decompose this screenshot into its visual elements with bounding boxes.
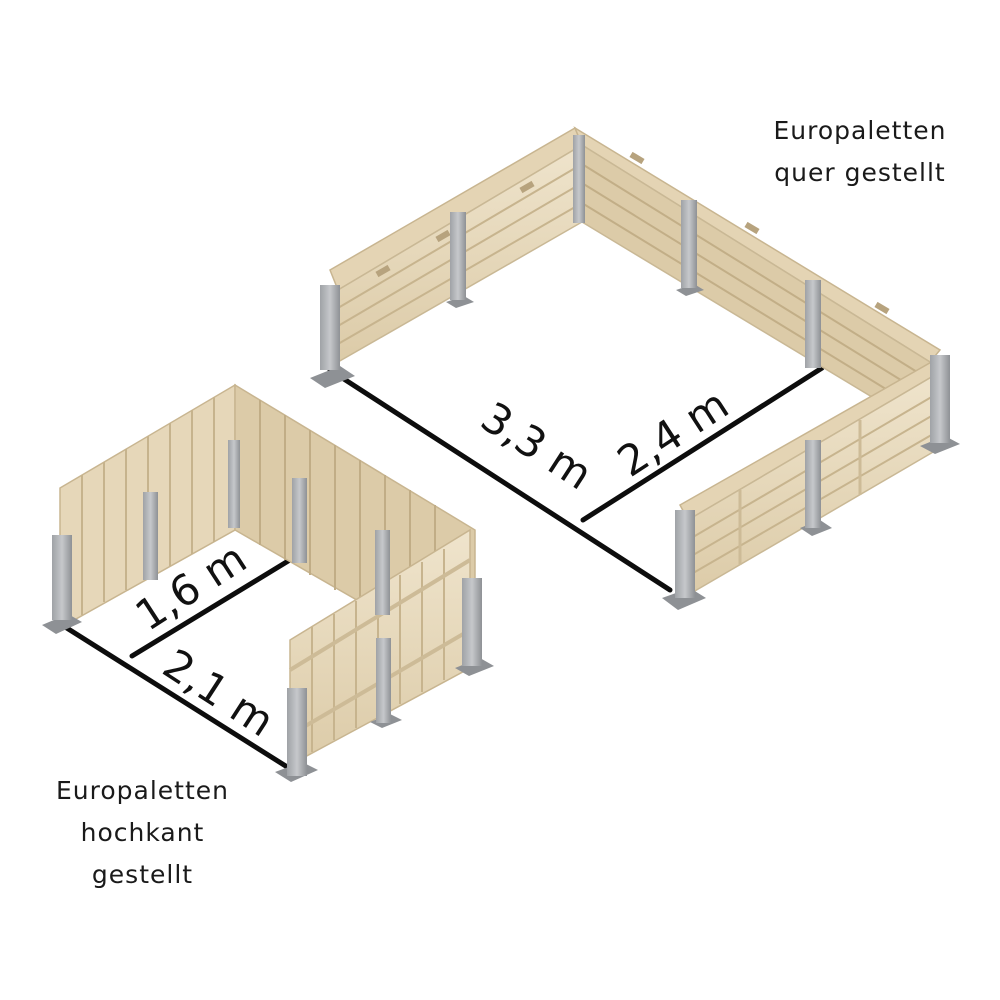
caption-line: hochkant [80,818,205,847]
raised-bed-upright-pallets: 1,6 m 2,1 m [42,383,494,782]
joint-post [446,212,474,308]
dimension-lines-hochkant [59,552,301,773]
corner-post [573,135,585,223]
dimension-label-width: 2,4 m [609,379,737,486]
dimension-line-length [327,367,673,593]
raised-bed-horizontal-pallets: 3,3 m 2,4 m [310,126,960,610]
dimension-line-width [129,552,301,659]
caption-line: gestellt [91,860,194,889]
corner-post [920,355,960,454]
joint-post [370,638,402,728]
dimension-line-width [580,365,825,523]
joint-post [375,530,390,615]
caption-line: quer gestellt [774,158,946,187]
dimension-lines-quer [327,365,825,593]
joint-post [800,440,832,536]
caption-horizontal-pallets: Europaletten quer gestellt [735,110,985,194]
dimension-label-length: 2,1 m [155,639,283,746]
caption-line: Europaletten [55,776,229,805]
caption-line: Europaletten [773,116,947,145]
corner-post [42,535,82,634]
corner-post [228,440,240,528]
dimension-label-length: 3,3 m [473,392,601,499]
corner-post [662,510,706,610]
joint-post [292,478,307,563]
corner-post [455,578,494,676]
steel-posts-quer [310,135,960,610]
joint-post [676,200,704,296]
caption-upright-pallets: Europaletten hochkant gestellt [20,770,265,896]
corner-post [310,285,355,388]
dimension-line-length [59,622,295,773]
joint-post [143,492,158,580]
corner-post [275,688,318,782]
joint-post [805,280,821,368]
steel-posts-hochkant [42,440,494,782]
